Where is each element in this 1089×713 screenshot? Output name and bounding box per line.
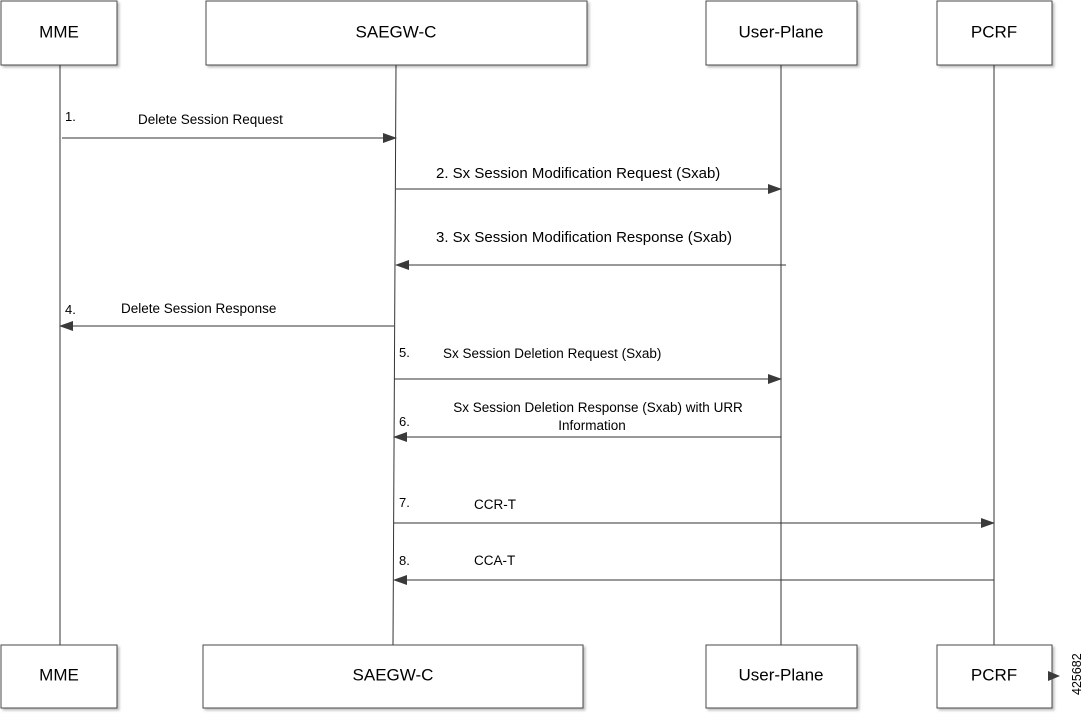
- participant-top-saegw-c: SAEGW-C: [205, 0, 588, 66]
- message-label: Sx Session Deletion Request (Sxab): [443, 346, 661, 361]
- message-label: 2. Sx Session Modification Request (Sxab…: [436, 165, 720, 182]
- participant-top-pcrf: PCRF: [936, 0, 1053, 66]
- participant-label: MME: [39, 22, 79, 41]
- participant-label: PCRF: [971, 665, 1017, 684]
- participant-bottom-saegw-c: SAEGW-C: [202, 644, 584, 709]
- message-number: 5.: [399, 345, 410, 360]
- message-4-delete-session-response: 4. Delete Session Response: [59, 301, 394, 331]
- participant-bottom-user-plane: User-Plane: [705, 644, 858, 709]
- message-label: Delete Session Request: [138, 112, 283, 127]
- participant-label: User-Plane: [738, 22, 823, 41]
- participant-top-user-plane: User-Plane: [705, 0, 858, 66]
- message-label: Delete Session Response: [121, 301, 276, 316]
- message-number: 7.: [399, 495, 410, 510]
- participant-label: SAEGW-C: [353, 665, 434, 684]
- participant-label: User-Plane: [738, 665, 823, 684]
- lifeline-saegw-c: [392, 64, 397, 646]
- message-number: 8.: [399, 553, 410, 568]
- message-7-ccr-t: 7. CCR-T: [394, 495, 995, 528]
- message-label-line-2: Information: [558, 418, 626, 433]
- figure-id: 425682: [1070, 653, 1084, 695]
- message-2-sx-session-modification-request: 2. Sx Session Modification Request (Sxab…: [396, 165, 782, 194]
- message-number: 6.: [399, 414, 410, 429]
- message-1-delete-session-request: 1. Delete Session Request: [62, 109, 397, 143]
- message-6-sx-session-deletion-response: 6. Sx Session Deletion Response (Sxab) w…: [393, 400, 781, 442]
- message-label: CCA-T: [474, 553, 515, 568]
- participant-label: SAEGW-C: [356, 22, 437, 41]
- message-3-sx-session-modification-response: 3. Sx Session Modification Response (Sxa…: [395, 229, 786, 270]
- participant-bottom-mme: MME: [0, 644, 118, 709]
- message-label: Sx Session Deletion Response (Sxab) with…: [453, 400, 743, 415]
- message-number: 1.: [65, 109, 76, 124]
- figure-marker-icon: [1048, 671, 1060, 681]
- message-label: 3. Sx Session Modification Response (Sxa…: [436, 229, 732, 246]
- message-8-cca-t: 8. CCA-T: [393, 553, 994, 585]
- participant-bottom-pcrf: PCRF: [936, 644, 1053, 709]
- participant-top-mme: MME: [0, 0, 118, 66]
- message-number: 4.: [65, 302, 76, 317]
- participant-label: MME: [39, 665, 79, 684]
- participant-label: PCRF: [971, 22, 1017, 41]
- message-label: CCR-T: [474, 497, 516, 512]
- message-5-sx-session-deletion-request: 5. Sx Session Deletion Request (Sxab): [394, 345, 782, 384]
